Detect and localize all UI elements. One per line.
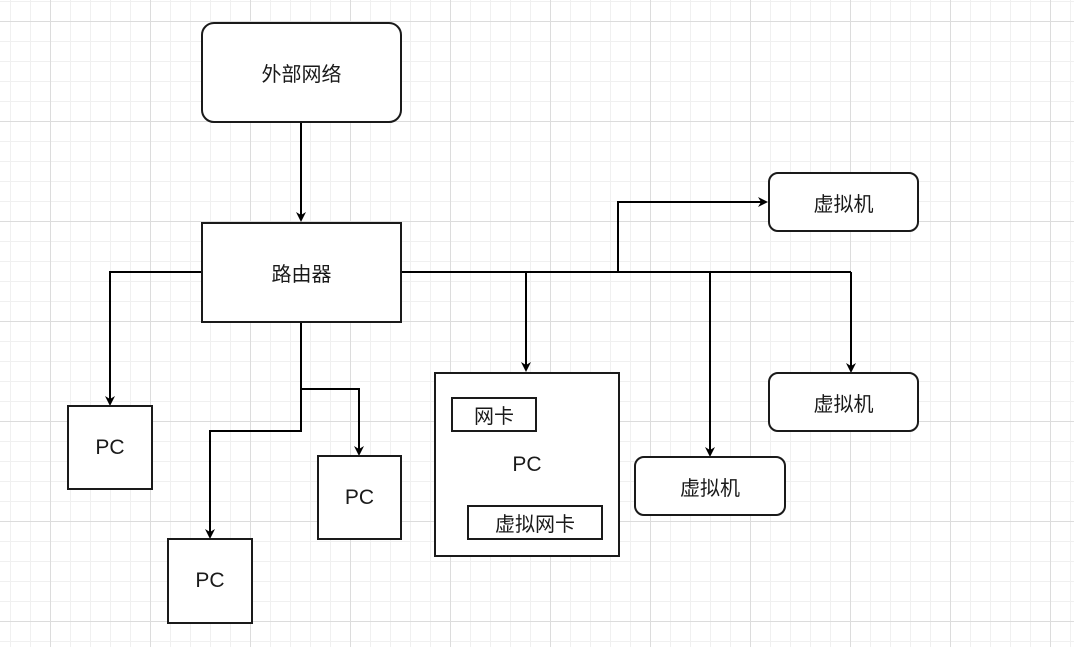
nic-node[interactable]: 网卡: [451, 397, 537, 432]
edge-router-to-vm-top: [617, 197, 768, 272]
pc-left-node[interactable]: PC: [67, 405, 153, 490]
vm-right-node[interactable]: 虚拟机: [768, 372, 919, 432]
edge-router-to-pc-bottom: [205, 322, 302, 539]
edge-router-to-pc-middle: [301, 388, 364, 456]
pc-host-label: PC: [512, 452, 542, 476]
virtual-nic-label: 虚拟网卡: [495, 512, 575, 536]
vm-bottom-node[interactable]: 虚拟机: [634, 456, 786, 516]
pc-left-label: PC: [95, 435, 125, 459]
pc-middle-label: PC: [344, 485, 375, 509]
nic-label: 网卡: [474, 404, 514, 428]
external-network-label: 外部网络: [261, 62, 342, 86]
router-label: 路由器: [271, 262, 332, 286]
pc-bottom-label: PC: [195, 569, 225, 592]
vm-bottom-label: 虚拟机: [680, 475, 740, 500]
edge-router-to-pc-left: [105, 271, 202, 406]
vm-right-label: 虚拟机: [813, 391, 874, 416]
external-network-node[interactable]: 外部网络: [201, 22, 402, 123]
router-node[interactable]: 路由器: [201, 222, 402, 323]
pc-bottom-node[interactable]: PC: [167, 538, 253, 624]
vm-top-node[interactable]: 虚拟机: [768, 172, 919, 232]
virtual-nic-node[interactable]: 虚拟网卡: [467, 505, 603, 540]
vm-top-label: 虚拟机: [813, 191, 874, 216]
pc-middle-node[interactable]: PC: [317, 455, 402, 540]
